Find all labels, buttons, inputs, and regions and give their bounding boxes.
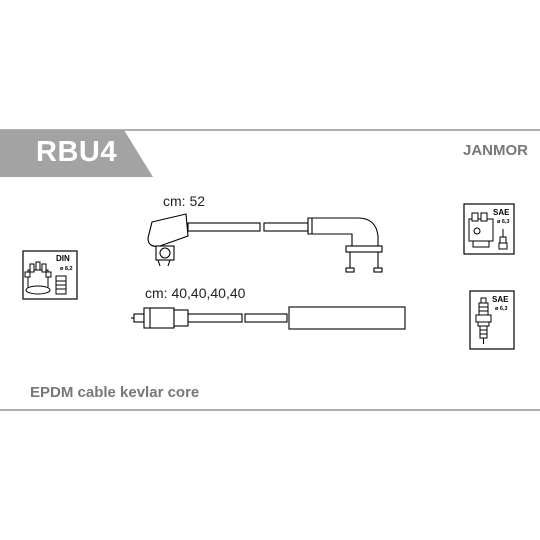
din-size-label: ø 8,2 bbox=[60, 266, 73, 272]
cable-1-wire-right bbox=[263, 222, 309, 232]
cable-2-drawing bbox=[131, 306, 406, 330]
plug-sae-label: SAE bbox=[492, 295, 509, 304]
din-label: DIN bbox=[56, 254, 70, 263]
product-code-tab bbox=[0, 130, 153, 177]
cable-2-right-boot bbox=[288, 306, 406, 330]
cable-2-wire-right bbox=[244, 313, 288, 323]
cable-2-left-boot bbox=[143, 307, 175, 329]
cable-1-left-boot bbox=[147, 213, 189, 247]
coil-sae-icon: SAE ø 6,3 bbox=[463, 203, 515, 255]
distributor-din-icon: DIN ø 8,2 bbox=[22, 250, 78, 300]
cable-1-right-boot bbox=[307, 217, 379, 247]
coil-size-label: ø 6,3 bbox=[497, 219, 510, 225]
cable-1-drawing bbox=[147, 213, 383, 273]
spark-plug-sae-icon: SAE ø 6,3 bbox=[469, 290, 515, 350]
cable-2-left-terminal bbox=[133, 313, 145, 323]
plug-size-label: ø 6,3 bbox=[495, 306, 508, 312]
cable-1-wire-left bbox=[187, 222, 261, 232]
cable-1-right-clip bbox=[345, 245, 383, 253]
brand-name: JANMOR bbox=[462, 142, 528, 159]
product-code: RBU4 bbox=[36, 136, 117, 168]
coil-sae-label: SAE bbox=[493, 208, 510, 217]
cable-2-wire-left bbox=[187, 313, 243, 323]
cable-material-note: EPDM cable kevlar core bbox=[30, 384, 200, 401]
cable-length-label-1: cm: 52 bbox=[163, 193, 206, 209]
cable-length-label-2: cm: 40,40,40,40 bbox=[145, 285, 246, 301]
